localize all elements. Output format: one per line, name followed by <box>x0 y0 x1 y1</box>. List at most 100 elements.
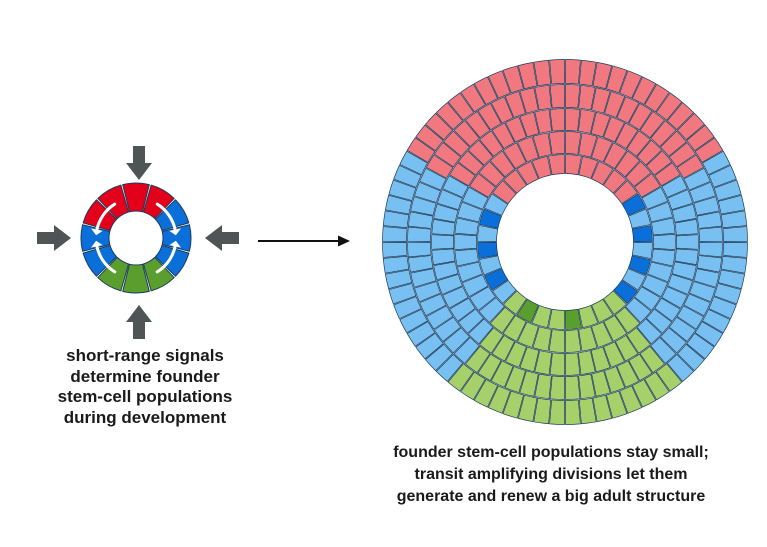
big-ring-cell-4-56 <box>385 194 413 215</box>
big-ring-cell-3-26 <box>628 353 653 382</box>
big-ring-cell-3-49 <box>407 211 434 229</box>
division-arrow-1 <box>95 202 117 233</box>
big-ring-cell-4-42 <box>460 371 486 401</box>
big-ring-cell-0-28 <box>503 169 527 194</box>
big-ring-cell-4-30 <box>632 379 657 408</box>
big-ring-cell-4-50 <box>388 283 417 305</box>
big-ring-cell-1-1 <box>578 132 598 158</box>
big-ring-cell-0-24 <box>477 225 499 242</box>
big-ring-cell-3-43 <box>419 293 447 317</box>
big-ring-cell-0-8 <box>631 242 653 259</box>
big-ring-cell-3-5 <box>628 102 653 131</box>
big-ring-cell-0-5 <box>621 193 646 216</box>
left-caption-line-1: short-range signals <box>66 346 224 365</box>
big-ring-cell-3-21 <box>676 305 705 330</box>
big-ring-cell-4-17 <box>722 226 748 242</box>
signal-arrow-bottom <box>126 305 152 339</box>
big-ring-cell-2-29 <box>519 346 540 373</box>
big-ring-cell-1-23 <box>517 321 539 348</box>
big-ring-cell-3-35 <box>504 366 526 393</box>
big-ring-cell-1-3 <box>603 142 628 169</box>
big-ring-cell-3-22 <box>668 316 697 342</box>
big-ring-cell-2-14 <box>674 248 699 266</box>
big-ring-cell-4-3 <box>606 65 628 94</box>
big-ring-cell-4-51 <box>385 269 413 290</box>
big-ring-cell-1-37 <box>489 150 516 178</box>
big-ring-cell-4-66 <box>473 76 498 105</box>
big-ring-cell-1-27 <box>469 286 496 311</box>
big-ring-cell-4-28 <box>655 363 683 392</box>
big-ring-cell-0-31 <box>548 154 565 176</box>
signal-arrow-top <box>126 146 152 180</box>
big-ring-cell-3-42 <box>425 305 454 330</box>
big-ring-cell-2-4 <box>615 122 639 149</box>
big-ring-cell-3-60 <box>504 91 526 118</box>
big-ring-cell-3-52 <box>419 167 447 191</box>
big-ring-cell-4-12 <box>702 150 731 175</box>
big-ring-cell-1-30 <box>454 248 479 267</box>
big-ring-cell-2-51 <box>519 111 540 138</box>
big-ring-cell-1-32 <box>454 217 479 236</box>
big-ring-cell-2-42 <box>433 203 459 223</box>
big-ring-cell-1-24 <box>502 315 527 342</box>
big-ring-cell-2-11 <box>671 203 697 223</box>
big-ring-cell-3-50 <box>410 196 437 216</box>
big-ring-cell-4-11 <box>694 137 724 163</box>
big-ring-cell-3-58 <box>477 102 502 131</box>
big-ring-cell-2-18 <box>654 297 681 322</box>
big-ring-cell-3-33 <box>534 373 552 400</box>
big-ring-cell-2-46 <box>457 150 484 176</box>
big-ring-cell-3-57 <box>465 110 491 139</box>
big-ring-cell-4-63 <box>435 102 464 130</box>
big-ring-cell-3-11 <box>683 167 711 191</box>
big-ring-cell-3-3 <box>604 91 626 118</box>
big-ring-cell-4-70 <box>533 59 552 87</box>
signal-arrow-left <box>37 225 71 251</box>
big-ring-cell-3-38 <box>465 345 491 374</box>
big-ring-cell-1-4 <box>614 150 641 178</box>
big-ring-cell-4-37 <box>533 397 552 425</box>
big-ring-cell-4-7 <box>655 92 683 121</box>
big-ring-cell-0-4 <box>613 180 638 204</box>
big-ring-cell-3-53 <box>425 154 454 179</box>
big-ring-cell-1-7 <box>641 186 669 210</box>
big-ring-cell-3-45 <box>410 268 437 288</box>
big-ring-cell-4-54 <box>382 226 408 242</box>
big-ring-cell-3-8 <box>660 130 687 157</box>
big-ring-cell-2-6 <box>636 139 663 166</box>
big-ring-cell-4-47 <box>406 321 436 347</box>
big-ring-cell-2-9 <box>661 175 688 198</box>
big-ring-cell-3-56 <box>453 120 480 147</box>
big-ring-cell-1-22 <box>532 326 552 352</box>
big-ring-cell-2-27 <box>549 352 565 376</box>
big-ring-cell-3-10 <box>676 154 705 179</box>
big-ring-cell-3-18 <box>693 268 720 288</box>
big-ring-cell-4-44 <box>435 354 464 382</box>
big-ring-cell-2-34 <box>457 308 484 334</box>
big-ring-cell-0-29 <box>516 161 539 186</box>
big-ring-cell-3-7 <box>650 120 677 147</box>
big-ring-cell-2-5 <box>626 130 651 157</box>
big-ring-cell-4-23 <box>702 309 731 334</box>
big-ring-cell-0-1 <box>578 155 599 179</box>
division-arrow-3 <box>95 243 117 274</box>
big-ring-cell-0-22 <box>478 255 502 276</box>
big-ring-cell-1-0 <box>565 131 582 155</box>
big-ring-cell-4-27 <box>666 354 695 382</box>
big-ring-cell-4-58 <box>393 164 422 188</box>
division-arrowhead-1 <box>91 228 103 236</box>
growth-arrow-head <box>338 235 350 247</box>
left-caption-line-4: during development <box>63 407 227 427</box>
big-ring-cell-1-6 <box>634 173 661 198</box>
right-caption-line-2: transit amplifying divisions let them <box>414 466 688 483</box>
big-ring-cell-4-26 <box>677 343 705 372</box>
big-ring-cell-2-23 <box>603 341 625 368</box>
big-ring-cell-0-0 <box>565 154 582 176</box>
big-ring-cell-0-21 <box>484 268 509 291</box>
big-ring-cell-2-24 <box>590 346 611 373</box>
big-ring-cell-3-29 <box>591 370 611 397</box>
growth-arrow <box>258 235 350 247</box>
big-ring-cell-4-31 <box>619 385 643 414</box>
big-ring-cell-4-6 <box>644 83 670 113</box>
